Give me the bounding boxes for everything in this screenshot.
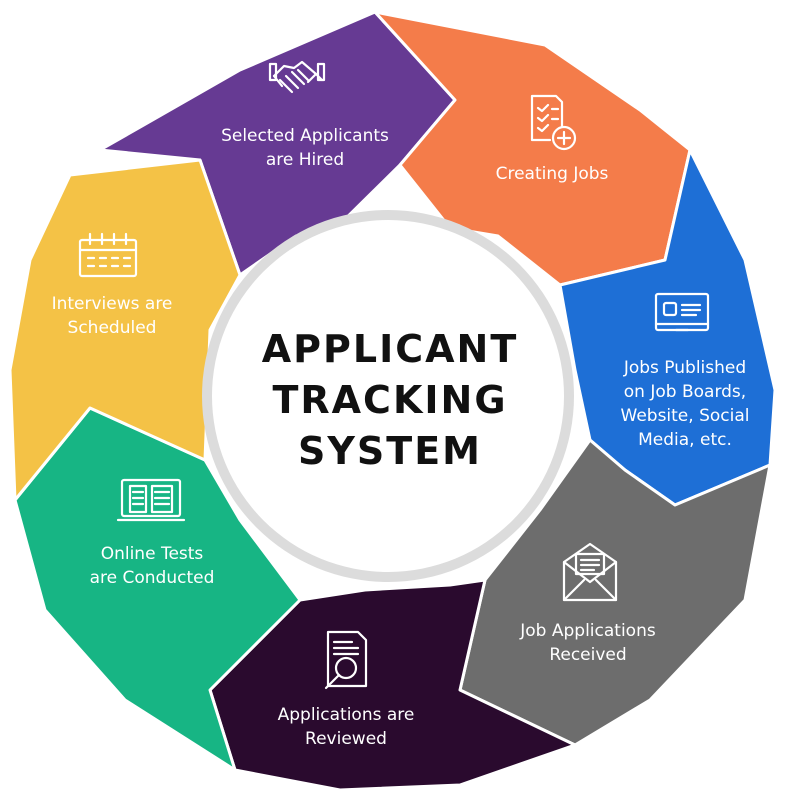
calendar-icon	[78, 232, 138, 278]
label-interviews-scheduled-line-2: Scheduled	[68, 318, 157, 338]
document-magnifier-icon	[324, 630, 368, 690]
label-jobs-published-line-3: Website, Social	[621, 406, 750, 426]
segment-interviews-scheduled	[8, 158, 242, 502]
envelope-icon	[562, 542, 618, 602]
label-interviews-scheduled-line-1: Interviews are	[52, 294, 173, 314]
label-applications-received: Job Applications Received	[519, 621, 656, 665]
label-applications-reviewed-line-2: Reviewed	[305, 729, 387, 749]
label-applications-received-line-2: Received	[549, 645, 626, 665]
document-plus-icon	[530, 94, 577, 151]
label-creating-jobs: Creating Jobs	[496, 164, 609, 184]
center-title-line-1: APPLICANT	[262, 327, 518, 371]
label-creating-jobs-line-1: Creating Jobs	[496, 164, 609, 184]
label-jobs-published-line-2: on Job Boards,	[624, 382, 746, 402]
handshake-icon	[268, 60, 326, 94]
label-jobs-published-line-4: Media, etc.	[638, 430, 732, 450]
label-applications-received-line-1: Job Applications	[519, 621, 656, 641]
label-applicants-hired-line-2: are Hired	[266, 150, 344, 170]
label-applications-reviewed-line-1: Applications are	[278, 705, 415, 725]
laptop-documents-icon	[116, 478, 186, 522]
label-tests-conducted: Online Tests are Conducted	[90, 544, 215, 588]
label-applicants-hired: Selected Applicants are Hired	[221, 126, 389, 170]
label-tests-conducted-line-1: Online Tests	[101, 544, 204, 564]
label-applicants-hired-line-1: Selected Applicants	[221, 126, 389, 146]
label-tests-conducted-line-2: are Conducted	[90, 568, 215, 588]
center-title-line-2: TRACKING	[272, 378, 507, 422]
label-jobs-published: Jobs Published on Job Boards, Website, S…	[621, 358, 750, 450]
label-applications-reviewed: Applications are Reviewed	[278, 705, 415, 749]
center-title-line-3: SYSTEM	[298, 429, 482, 473]
monitor-icon	[654, 292, 710, 332]
label-jobs-published-line-1: Jobs Published	[623, 358, 746, 378]
label-interviews-scheduled: Interviews are Scheduled	[52, 294, 173, 338]
center-circle	[212, 220, 564, 572]
